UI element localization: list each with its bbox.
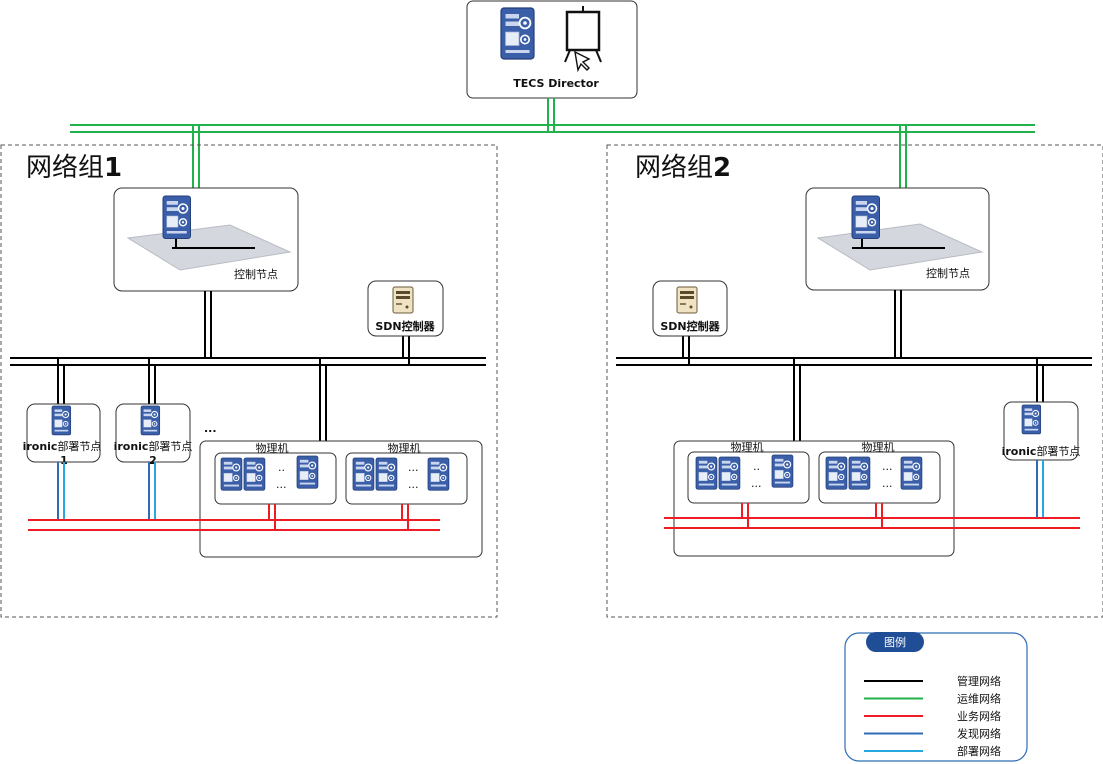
tecs-director-node[interactable]: TECS Director [466, 0, 638, 99]
ironic-server-icon [1021, 404, 1042, 435]
group1-ironic-node-1[interactable]: ironic部署节点 1 [23, 403, 102, 467]
group1-ironic2-number: 2 [149, 454, 157, 467]
group1-title: 网络组1 [26, 153, 122, 183]
control-server-icon [851, 195, 881, 240]
ironic-server-icon [140, 405, 161, 436]
group2-physical-machines-b[interactable]: 物理机 ... ... [818, 440, 941, 504]
legend-item-label: 部署网络 [957, 744, 1001, 758]
group1-ironic2-label: ironic部署节点 [114, 439, 193, 453]
group2-phys-a-dots-top: .. [753, 460, 760, 473]
group1-phys-b-dots-top: ... [408, 461, 419, 474]
group2-ironic-node[interactable]: ironic部署节点 [1002, 401, 1081, 461]
group2-phys-b-dots: ... [882, 477, 893, 490]
server-icon [825, 456, 848, 490]
group1-sdn-label: SDN控制器 [375, 319, 435, 333]
group1-phys-a-label: 物理机 [256, 441, 289, 455]
control-server-icon [162, 195, 192, 240]
presentation-board-icon [564, 6, 602, 73]
group2-sdn-label: SDN控制器 [660, 319, 720, 333]
sdn-server-icon [392, 286, 414, 314]
group1-phys-b-dots: ... [408, 478, 419, 491]
group2-phys-a-label: 物理机 [731, 440, 764, 454]
group1-control-node-label: 控制节点 [234, 267, 278, 281]
group1-business-bus [28, 504, 440, 531]
network-group-1: 网络组1 控制节点 SD [0, 144, 498, 618]
group1-ironic1-number: 1 [60, 454, 68, 467]
server-icon [771, 454, 794, 488]
group1-ironic-node-2[interactable]: ironic部署节点 2 [114, 403, 193, 467]
group2-ironic-label: ironic部署节点 [1002, 444, 1081, 458]
group2-deploy-links [1036, 460, 1044, 518]
group1-management-bus [10, 291, 486, 441]
group2-management-bus [616, 290, 1092, 441]
sdn-server-icon [676, 286, 698, 314]
server-icon [718, 456, 741, 490]
group2-title: 网络组2 [635, 153, 731, 183]
group1-ironic1-label: ironic部署节点 [23, 439, 102, 453]
group2-physical-machines-a[interactable]: 物理机 .. ... [687, 440, 810, 504]
group1-deploy-links [57, 462, 156, 520]
server-icon [352, 457, 375, 491]
group2-sdn-controller[interactable]: SDN控制器 [652, 280, 728, 337]
server-icon [900, 456, 923, 490]
network-group-2: 网络组2 控制节点 SDN控制器 [606, 144, 1103, 618]
legend-header [866, 632, 924, 652]
legend-box [844, 632, 1028, 762]
group2-control-node[interactable]: 控制节点 [805, 187, 990, 291]
server-icon [427, 457, 450, 491]
group2-phys-b-label: 物理机 [862, 440, 895, 454]
group2-phys-b-dots-top: ... [882, 460, 893, 473]
ops-network-backbone [70, 98, 1035, 188]
group1-control-node[interactable]: 控制节点 [113, 187, 299, 292]
group1-phys-a-dots-top: .. [278, 461, 285, 474]
group2-business-bus [664, 503, 1080, 529]
server-icon [296, 455, 319, 489]
legend-title: 图例 [884, 635, 906, 649]
group2-boundary [606, 144, 1103, 618]
legend-item-label: 业务网络 [957, 709, 1001, 723]
legend-item-label: 发现网络 [957, 727, 1001, 741]
group1-phys-a-dots: ... [276, 478, 287, 491]
group1-sdn-controller[interactable]: SDN控制器 [367, 280, 444, 337]
server-icon [375, 457, 398, 491]
director-label: TECS Director [513, 77, 599, 90]
legend-item-label: 管理网络 [957, 674, 1001, 688]
director-server-icon [500, 7, 535, 60]
legend-item-label: 运维网络 [957, 692, 1001, 706]
server-icon [695, 456, 718, 490]
group2-phys-a-dots: ... [751, 477, 762, 490]
group1-physical-machines-b[interactable]: 物理机 ... ... [345, 441, 468, 505]
group2-control-node-label: 控制节点 [926, 266, 970, 280]
group1-boundary [0, 144, 498, 618]
server-icon [220, 457, 243, 491]
group1-more-ellipsis: ... [204, 422, 217, 435]
server-icon [243, 457, 266, 491]
group1-phys-b-label: 物理机 [388, 441, 421, 455]
server-icon [848, 456, 871, 490]
ironic-server-icon [51, 405, 72, 436]
